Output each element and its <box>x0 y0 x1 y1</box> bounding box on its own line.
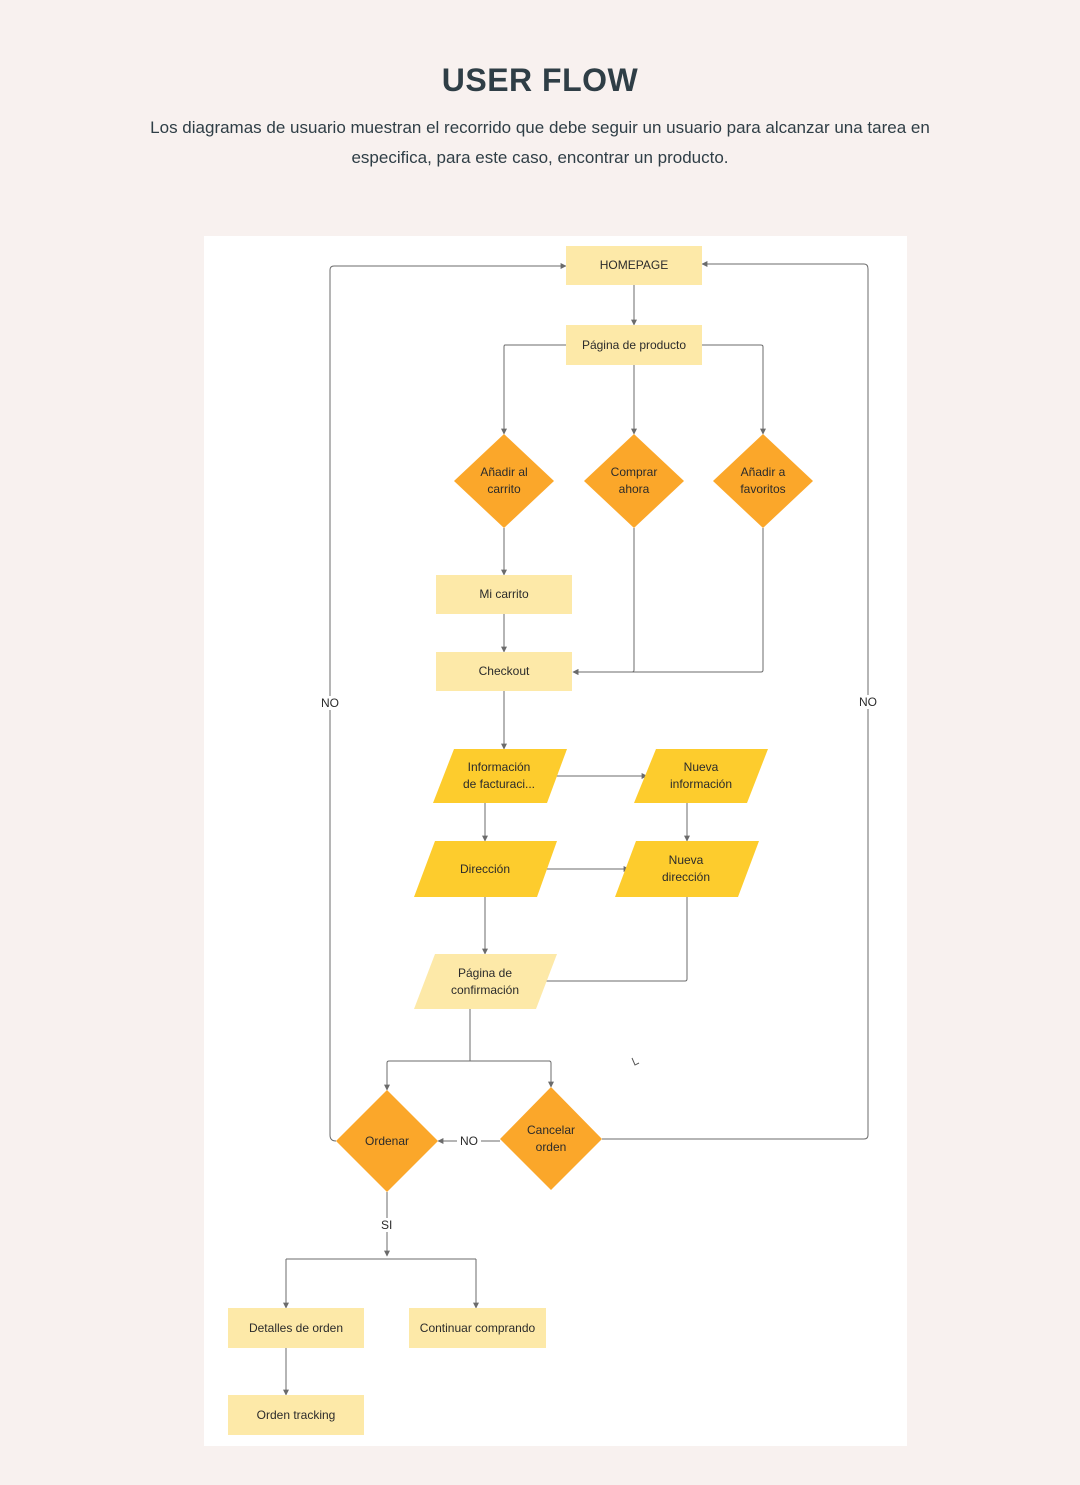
edge-split-cancel <box>470 1060 554 1088</box>
label-order-details: Detalles de orden <box>248 1320 344 1335</box>
label-add-to-cart: Añadir al carrito <box>480 465 528 496</box>
node-checkout <box>436 652 572 691</box>
label-address: Dirección <box>459 861 510 876</box>
node-order-tracking <box>228 1395 364 1435</box>
label-checkout: Checkout <box>478 664 530 678</box>
edge-label-order-si: SI <box>378 1218 396 1232</box>
label-new-info: Nueva información <box>669 760 733 791</box>
label-new-address: Nueva dirección <box>661 853 711 884</box>
node-new-address <box>615 841 759 897</box>
node-add-favorites <box>713 434 813 528</box>
label-order: Ordenar <box>364 1133 410 1148</box>
node-new-info <box>634 749 768 803</box>
edge-newaddress-confirmation <box>539 897 688 984</box>
flowchart-svg <box>228 246 869 1435</box>
edge-favorites-checkout <box>572 528 764 675</box>
label-product-page: Página de producto <box>581 337 687 352</box>
label-billing-info: Información de facturaci... <box>462 760 536 791</box>
label-cancel-order: Cancelar orden <box>526 1123 576 1154</box>
label-continue-shopping: Continuar comprando <box>419 1320 536 1335</box>
node-cancel-order <box>500 1087 602 1190</box>
label-confirmation: Página de confirmación <box>450 965 520 997</box>
edge-cancel-homepage <box>602 261 869 1140</box>
edge-label-cancel-no: NO <box>457 1134 481 1148</box>
edge-label-right-no: NO <box>856 695 880 709</box>
node-address <box>414 841 557 897</box>
node-order <box>336 1090 438 1192</box>
node-buy-now <box>584 434 684 528</box>
edge-product-addcart <box>501 344 566 435</box>
label-homepage: HOMEPAGE <box>599 258 669 272</box>
label-order-tracking: Orden tracking <box>256 1407 336 1422</box>
edge-label-left-no: NO <box>318 696 342 710</box>
edge-product-favorites <box>702 344 766 435</box>
node-my-cart <box>436 575 572 614</box>
flowchart-canvas: HOMEPAGE Página de producto Añadir al ca… <box>204 236 907 1446</box>
label-my-cart: Mi carrito <box>479 587 529 601</box>
node-billing-info <box>433 749 567 803</box>
node-product-page <box>566 325 702 365</box>
edge-order-homepage <box>329 263 567 1142</box>
node-homepage <box>566 246 702 285</box>
node-confirmation <box>414 954 557 1009</box>
node-continue-shopping <box>409 1308 546 1348</box>
page-subtitle: Los diagramas de usuario muestran el rec… <box>150 118 930 167</box>
node-add-to-cart <box>454 434 554 528</box>
edge-split-order <box>384 1060 550 1091</box>
node-order-details <box>228 1308 364 1348</box>
label-buy-now: Comprar ahora <box>610 465 658 496</box>
page-title: USER FLOW <box>441 62 639 98</box>
cursor-icon <box>631 1057 640 1066</box>
edge-buynow-checkout <box>572 528 635 675</box>
label-add-favorites: Añadir a favoritos <box>740 465 786 496</box>
